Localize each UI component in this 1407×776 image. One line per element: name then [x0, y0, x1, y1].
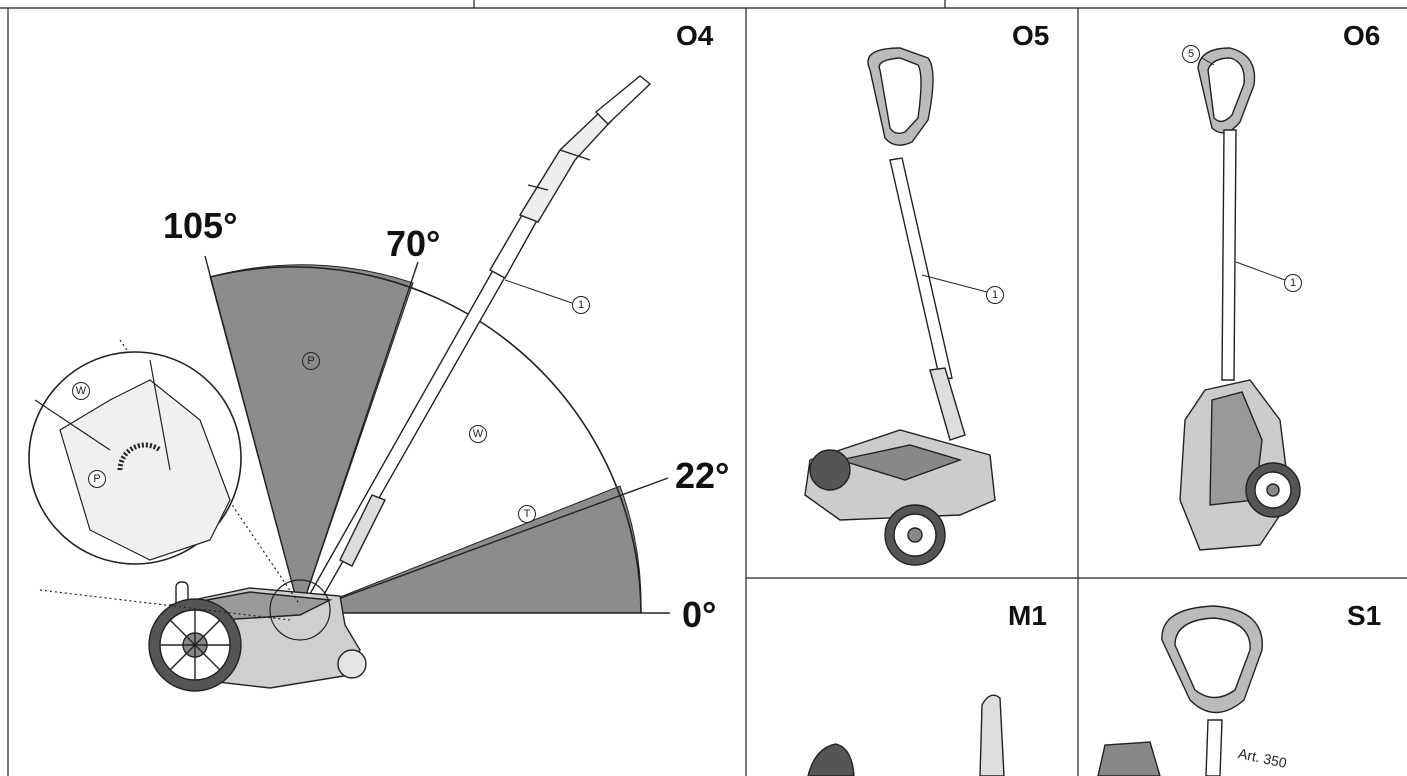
zone-p-sector — [209, 264, 414, 615]
zone-t-marker: T — [518, 505, 536, 523]
s1-artwork — [1097, 605, 1263, 776]
o5-mower — [804, 47, 996, 566]
angle-arc — [209, 266, 642, 614]
angle-label-22: 22° — [675, 455, 730, 496]
angle-rays — [204, 255, 670, 614]
o6-handle-callout: 1 — [1284, 274, 1302, 292]
panel-label-s1: S1 — [1347, 600, 1382, 631]
panel-label-o4: O4 — [676, 20, 714, 51]
o5-handle-callout: 1 — [986, 286, 1004, 304]
angle-label-70: 70° — [386, 223, 441, 264]
angle-label-105: 105° — [163, 205, 238, 246]
zone-w-marker: W — [469, 425, 487, 443]
o4-callout-leader — [504, 279, 573, 304]
o4-handle-pole — [300, 75, 652, 613]
angle-label-0: 0° — [682, 594, 717, 635]
zone-p-marker: P — [302, 352, 320, 370]
o4-mower-wheel — [148, 598, 242, 692]
o5-callout-leader — [921, 274, 988, 293]
panel-label-o5: O5 — [1012, 20, 1050, 51]
o4-pivot-ring — [269, 579, 331, 641]
inset-p-callout: P — [88, 470, 106, 488]
o4-inset — [28, 339, 301, 621]
panel-label-o6: O6 — [1343, 20, 1381, 51]
o4-handle-callout: 1 — [572, 296, 590, 314]
panel-label-m1: M1 — [1008, 600, 1047, 631]
o6-callout-leaders — [1201, 57, 1286, 281]
o6-mower — [1179, 47, 1301, 551]
m1-artwork — [807, 694, 1005, 776]
o6-grip-callout: 5 — [1182, 45, 1200, 63]
inset-w-callout: W — [72, 382, 90, 400]
